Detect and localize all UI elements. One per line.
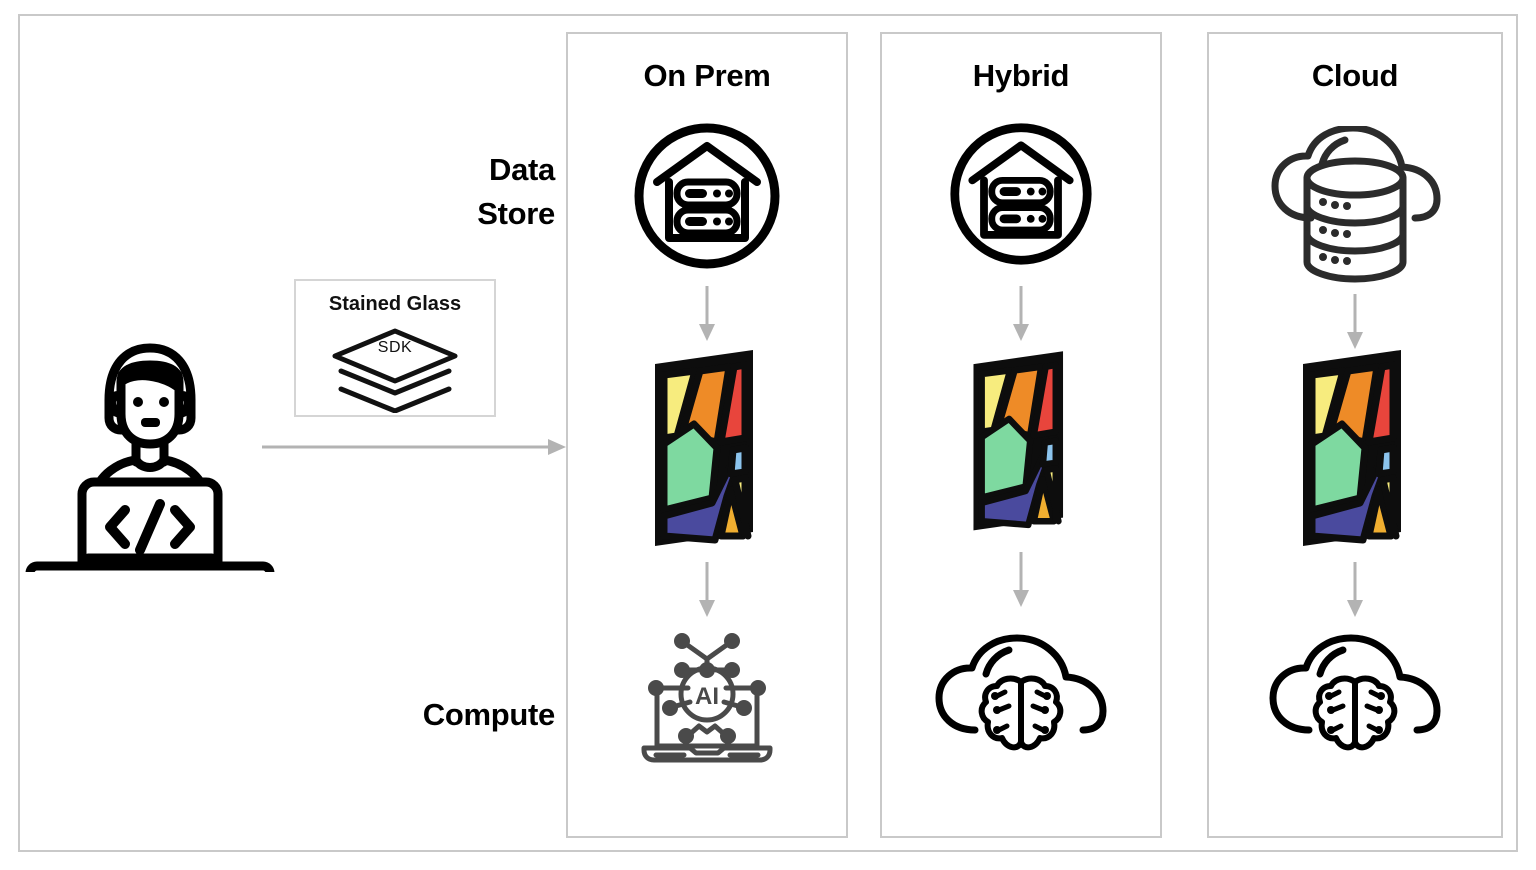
- on-prem-datacenter-icon: [631, 120, 783, 272]
- on-prem-datacenter-icon: [947, 120, 1095, 268]
- flow-arrow-store-to-glass: [1344, 294, 1366, 350]
- stained-glass-sdk-card: Stained Glass SDK: [294, 279, 496, 417]
- row-label-compute: Compute: [422, 697, 556, 732]
- ai-laptop-icon-label: AI: [695, 683, 719, 710]
- column-on-prem[interactable]: On Prem: [566, 32, 848, 838]
- ai-laptop-icon: AI: [632, 622, 782, 772]
- flow-arrow-glass-to-compute: [1010, 552, 1032, 608]
- flow-arrow-glass-to-compute: [1344, 562, 1366, 618]
- column-cloud[interactable]: Cloud: [1207, 32, 1503, 838]
- sdk-card-icon-label: SDK: [377, 339, 413, 356]
- cloud-brain-icon: [931, 634, 1111, 764]
- stained-glass-panel-icon: [649, 346, 765, 546]
- stained-glass-panel-icon: [1297, 346, 1413, 546]
- row-label-data-store: Data Store: [280, 148, 555, 236]
- flow-arrow-horizontal: [262, 436, 568, 458]
- developer-at-laptop-icon: [24, 322, 276, 572]
- flow-arrow-glass-to-compute: [696, 562, 718, 618]
- cloud-database-icon: [1265, 126, 1445, 286]
- sdk-card-title: Stained Glass: [328, 293, 462, 315]
- row-label-data-store-line2: Store: [477, 196, 555, 232]
- layers-icon: [327, 325, 463, 413]
- row-label-data-store-line1: Data: [489, 152, 555, 187]
- column-hybrid[interactable]: Hybrid: [880, 32, 1162, 838]
- column-title-hybrid: Hybrid: [972, 58, 1070, 93]
- stained-glass-panel-icon: [968, 346, 1074, 532]
- flow-arrow-store-to-glass: [696, 286, 718, 342]
- cloud-brain-icon: [1265, 634, 1445, 764]
- column-title-cloud: Cloud: [1311, 58, 1399, 93]
- column-title-on-prem: On Prem: [643, 58, 771, 93]
- flow-arrow-store-to-glass: [1010, 286, 1032, 342]
